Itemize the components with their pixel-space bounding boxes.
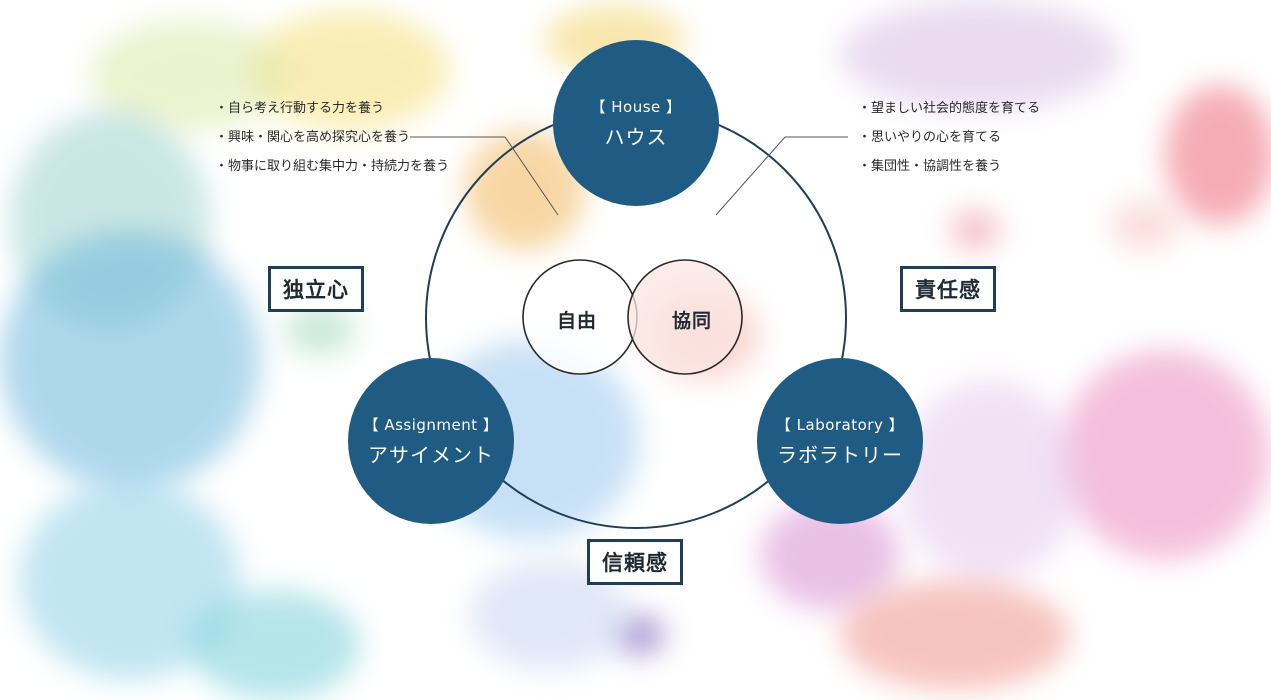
node-laboratory-jp: ラボラトリー bbox=[777, 443, 903, 467]
bg-blob-pink-large bbox=[1060, 350, 1270, 560]
node-assignment-jp: アサイメント bbox=[368, 443, 494, 467]
bullet-right-2: ・思いやりの心を育てる bbox=[858, 130, 1002, 145]
bg-blob-green-small bbox=[285, 305, 355, 355]
node-assignment-en: 【 Assignment 】 bbox=[363, 416, 499, 434]
label-trust: 信頼感 bbox=[587, 539, 683, 585]
node-laboratory: 【 Laboratory 】 ラボラトリー bbox=[757, 358, 923, 524]
bg-blob-red-right bbox=[1165, 85, 1271, 225]
bg-blob-cyan bbox=[190, 590, 360, 700]
bullet-right-3: ・集団性・協調性を養う bbox=[858, 159, 1002, 174]
bg-blob-lilac bbox=[900, 380, 1080, 580]
label-responsibility: 責任感 bbox=[900, 266, 996, 312]
bg-blob-peach-small bbox=[1110, 200, 1180, 250]
bullet-list-left: ・自ら考え行動する力を養う ・興味・関心を高め探究心を養う ・物事に取り組む集中… bbox=[215, 94, 449, 181]
venn-circle-right bbox=[627, 259, 743, 375]
bullet-right-1: ・望ましい社会的態度を育てる bbox=[858, 101, 1041, 116]
leader-line-right-d bbox=[715, 136, 786, 216]
bg-blob-salmon-bottom bbox=[840, 580, 1070, 690]
node-assignment: 【 Assignment 】 アサイメント bbox=[348, 358, 514, 524]
venn-label-cooperation: 協同 bbox=[672, 310, 713, 332]
leader-line-left-d bbox=[504, 136, 559, 216]
label-independence: 独立心 bbox=[268, 266, 364, 312]
bg-blob-lavender-top bbox=[840, 0, 1120, 110]
venn-label-freedom: 自由 bbox=[557, 310, 598, 332]
bullet-left-2: ・興味・関心を高め探究心を養う bbox=[215, 130, 411, 145]
bullet-left-3: ・物事に取り組む集中力・持続力を養う bbox=[215, 159, 450, 174]
node-laboratory-en: 【 Laboratory 】 bbox=[775, 416, 905, 434]
node-house-en: 【 House 】 bbox=[590, 98, 682, 116]
bullet-left-1: ・自ら考え行動する力を養う bbox=[215, 101, 385, 116]
node-house: 【 House 】 ハウス bbox=[553, 40, 719, 206]
node-house-jp: ハウス bbox=[604, 125, 668, 149]
bg-blob-blue-large bbox=[0, 230, 260, 490]
bullet-list-right: ・望ましい社会的態度を育てる ・思いやりの心を育てる ・集団性・協調性を養う bbox=[858, 94, 1040, 181]
bg-blob-pink-small bbox=[950, 210, 1000, 250]
